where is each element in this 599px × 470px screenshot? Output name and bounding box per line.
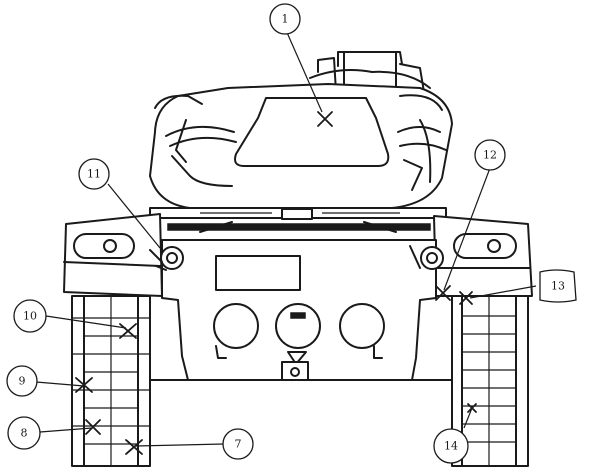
callout-9-label: 9 [19, 375, 26, 388]
left-fender [63, 213, 163, 297]
callout-10: 10 [13, 299, 47, 333]
turret [149, 51, 453, 209]
callout-12-label: 12 [483, 149, 497, 162]
inspection-marks [75, 111, 477, 455]
right-fender [433, 215, 533, 297]
callout-14-label: 14 [444, 440, 458, 453]
leader-lines [35, 27, 537, 447]
callout-14: 14 [433, 428, 469, 464]
callout-13: 13 [539, 269, 577, 303]
left-track [71, 295, 189, 467]
hull-rear [149, 239, 444, 381]
callout-11-label: 11 [87, 168, 101, 181]
callout-1-label: 1 [282, 13, 289, 26]
callout-7-label: 7 [235, 438, 242, 451]
callout-7: 7 [222, 428, 254, 460]
callout-8: 8 [7, 416, 41, 450]
callout-11: 11 [78, 158, 110, 190]
callout-12: 12 [474, 139, 506, 171]
callout-13-label: 13 [551, 280, 565, 293]
callout-10-label: 10 [23, 310, 37, 323]
callout-1: 1 [269, 3, 301, 35]
rear-deck [149, 207, 447, 233]
callout-9: 9 [6, 365, 38, 397]
callout-8-label: 8 [21, 427, 28, 440]
right-track [411, 295, 529, 467]
